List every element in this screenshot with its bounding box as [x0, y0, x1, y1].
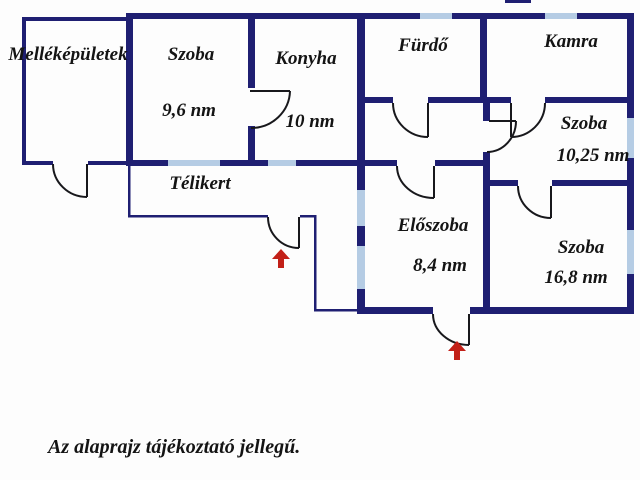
- telikert-wall-bottom-1: [128, 215, 268, 218]
- wall-furdo-kamra-divider: [480, 19, 487, 97]
- room-label-kamra: Kamra: [544, 31, 598, 52]
- window-konyha-telikert: [268, 160, 296, 166]
- outbuilding-wall-left: [22, 17, 26, 165]
- outbuilding-walls: [22, 17, 126, 165]
- disclaimer-text: Az alaprajz tájékoztató jellegű.: [48, 436, 301, 458]
- window-furdo-top: [420, 13, 452, 19]
- wall-hall-stub-lower: [483, 152, 490, 185]
- room-label-konyha: Konyha: [275, 48, 337, 69]
- wall-hall-stub-upper: [483, 97, 490, 121]
- doors: [52, 90, 552, 346]
- wall-szoba16-top-2: [552, 180, 634, 186]
- wall-szoba-konyha-bottom: [126, 160, 365, 166]
- window-eloszoba-left-2: [357, 246, 365, 289]
- wall-szoba16-top-1: [490, 180, 518, 186]
- room-label-telikert: Télikert: [169, 173, 231, 194]
- building-walls: [126, 0, 634, 314]
- telikert-outline: [128, 166, 359, 312]
- door-hall-szoba2: [486, 120, 517, 153]
- door-furdo: [392, 102, 429, 138]
- telikert-wall-bottom-3: [314, 309, 359, 312]
- wall-top-artifact: [505, 0, 531, 3]
- room-area-szoba2: 10,25 nm: [556, 145, 630, 166]
- room-area-eloszoba: 8,4 nm: [413, 255, 467, 276]
- room-area-szoba3: 16,8 nm: [544, 267, 608, 288]
- wall-bottom-left-segment: [357, 307, 433, 314]
- wall-konyha-eloszoba-left: [357, 19, 365, 307]
- room-label-szoba1: Szoba: [167, 44, 215, 65]
- main-entrance-arrow-icon: [448, 341, 466, 360]
- door-eloszoba: [396, 165, 435, 199]
- door-konyha: [250, 90, 291, 129]
- room-label-szoba2: Szoba: [560, 113, 608, 134]
- room-label-furdo: Fürdő: [398, 35, 448, 56]
- outbuilding-wall-bottom-1: [22, 161, 53, 165]
- telikert-wall-bottom-2: [300, 215, 316, 218]
- wall-kamra-bottom: [545, 97, 634, 103]
- wall-szoba-konyha-divider-upper: [248, 19, 255, 88]
- entrance-arrows: [272, 249, 466, 360]
- room-label-mellekepuletek: Melléképületek: [8, 44, 128, 65]
- windows: [168, 13, 634, 289]
- outbuilding-wall-top: [22, 17, 126, 21]
- telikert-entrance-arrow-icon: [272, 249, 290, 268]
- telikert-wall-left: [128, 166, 131, 217]
- door-szoba3: [517, 185, 552, 219]
- room-area-szoba1: 9,6 nm: [162, 100, 216, 121]
- window-szoba2-right: [627, 118, 634, 158]
- room-label-eloszoba: Előszoba: [397, 215, 469, 236]
- wall-furdo-bottom-1: [365, 97, 393, 103]
- room-label-szoba3: Szoba: [557, 237, 605, 258]
- door-telikert-entrance: [267, 216, 300, 249]
- wall-eloszoba-szoba-divider: [483, 185, 490, 307]
- door-outbuilding: [52, 163, 88, 198]
- room-area-konyha: 10 nm: [285, 111, 335, 132]
- wall-bottom-right-segment: [470, 307, 634, 314]
- door-main-entrance: [432, 313, 470, 346]
- wall-szoba-konyha-divider-lower: [248, 126, 255, 162]
- wall-eloszoba-top-1: [365, 160, 397, 166]
- window-eloszoba-left-1: [357, 190, 365, 226]
- wall-top: [126, 13, 634, 19]
- outbuilding-wall-bottom-2: [88, 161, 126, 165]
- window-szoba3-right: [627, 230, 634, 274]
- telikert-wall-right-drop: [314, 215, 317, 311]
- window-kamra-top: [545, 13, 577, 19]
- wall-right: [627, 13, 634, 313]
- wall-eloszoba-top-2: [435, 160, 490, 166]
- wall-furdo-bottom-2: [428, 97, 511, 103]
- window-szoba1-telikert: [168, 160, 220, 166]
- wall-left: [126, 13, 133, 163]
